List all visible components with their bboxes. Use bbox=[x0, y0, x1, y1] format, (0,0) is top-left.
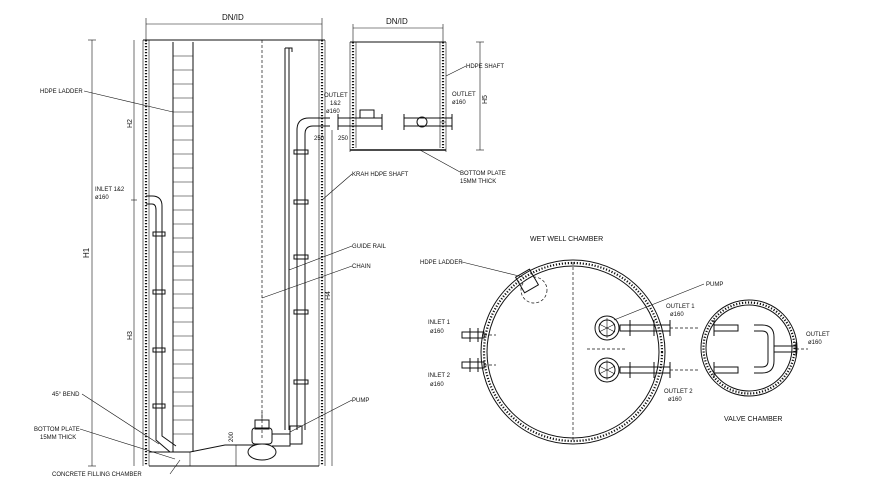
concrete-filling-label: CONCRETE FILLING CHAMBER bbox=[52, 472, 142, 478]
bend-45-label: 45° BEND bbox=[52, 392, 80, 398]
inlet-1-label-2: ø160 bbox=[430, 329, 444, 335]
inlet-2-label-2: ø160 bbox=[430, 382, 444, 388]
h2-label: H2 bbox=[127, 119, 134, 128]
riser-flange bbox=[293, 379, 309, 385]
pump-section bbox=[247, 412, 303, 461]
plan-ladder-label: HDPE LADDER bbox=[420, 260, 463, 266]
dim-200-label: 200 bbox=[229, 431, 235, 442]
wet-well-chamber-title: WET WELL CHAMBER bbox=[530, 236, 603, 243]
bottom-plate-top-label-2: 15MM THICK bbox=[460, 179, 496, 185]
section-wet-well: DN/ID bbox=[34, 13, 409, 478]
outlet-valve-label-2: ø160 bbox=[452, 100, 466, 106]
inlet-flange bbox=[152, 347, 166, 353]
inlet-2-label-1: INLET 2 bbox=[428, 373, 451, 379]
inlet-label-2: ø160 bbox=[95, 195, 109, 201]
guide-rail-label: GUIDE RAIL bbox=[352, 244, 387, 250]
hdpe-ladder-section bbox=[172, 42, 194, 452]
plan-pump-label: PUMP bbox=[706, 282, 723, 288]
outlet-label-1: OUTLET bbox=[324, 93, 348, 99]
outlet-valve-label-1: OUTLET bbox=[452, 92, 476, 98]
h3-label: H3 bbox=[127, 331, 134, 340]
riser-flange bbox=[293, 199, 309, 205]
hdpe-ladder-label: HDPE LADDER bbox=[40, 89, 83, 95]
plan-view: WET WELL CHAMBER HDPE LADDER PUMP bbox=[420, 236, 830, 445]
h5-label: H5 bbox=[482, 95, 489, 104]
h1-label: H1 bbox=[82, 247, 91, 258]
inlet-flange bbox=[152, 231, 166, 237]
pump-label: PUMP bbox=[352, 398, 369, 404]
bottom-plate-label-1: BOTTOM PLATE bbox=[34, 427, 80, 433]
inlet-flange bbox=[152, 403, 166, 409]
inlet-label-1: INLET 1&2 bbox=[95, 187, 125, 193]
chain-label: CHAIN bbox=[352, 264, 371, 270]
h4-label: H4 bbox=[325, 291, 332, 300]
dim-250-a: 250 bbox=[314, 136, 325, 142]
plan-outlet-label-1: OUTLET bbox=[806, 332, 830, 338]
krah-shaft-label: KRAH HDPE SHAFT bbox=[352, 172, 409, 178]
inlet-flange bbox=[152, 289, 166, 295]
outlet-2-label-1: OUTLET 2 bbox=[664, 389, 693, 395]
outlet-1-label-2: ø160 bbox=[670, 312, 684, 318]
hdpe-ladder-plan bbox=[514, 268, 548, 304]
outlet-label-2: 1&2 bbox=[330, 101, 341, 107]
riser-flange bbox=[293, 149, 309, 155]
outlet-1-label-1: OUTLET 1 bbox=[666, 304, 695, 310]
valve-chamber-title: VALVE CHAMBER bbox=[724, 416, 782, 423]
dn-id-main-label: DN/ID bbox=[222, 13, 244, 22]
outlet-2-label-2: ø160 bbox=[668, 397, 682, 403]
dim-250-b: 250 bbox=[338, 136, 349, 142]
outlet-label-3: ø160 bbox=[326, 109, 340, 115]
bottom-plate-top-label-1: BOTTOM PLATE bbox=[460, 171, 506, 177]
pump-plan bbox=[587, 315, 627, 383]
riser-flange bbox=[293, 254, 309, 260]
section-valve-chamber: DN/ID H5 HDPE SHAFT OUTLET ø160 BOTTOM P… bbox=[337, 17, 506, 185]
plan-outlet-label-2: ø160 bbox=[808, 340, 822, 346]
riser-flange bbox=[293, 309, 309, 315]
bottom-plate-label-2: 15MM THICK bbox=[40, 435, 76, 441]
hdpe-shaft-label: HDPE SHAFT bbox=[466, 64, 504, 70]
inlet-1-label-1: INLET 1 bbox=[428, 320, 451, 326]
dn-id-valve-label: DN/ID bbox=[386, 17, 408, 26]
